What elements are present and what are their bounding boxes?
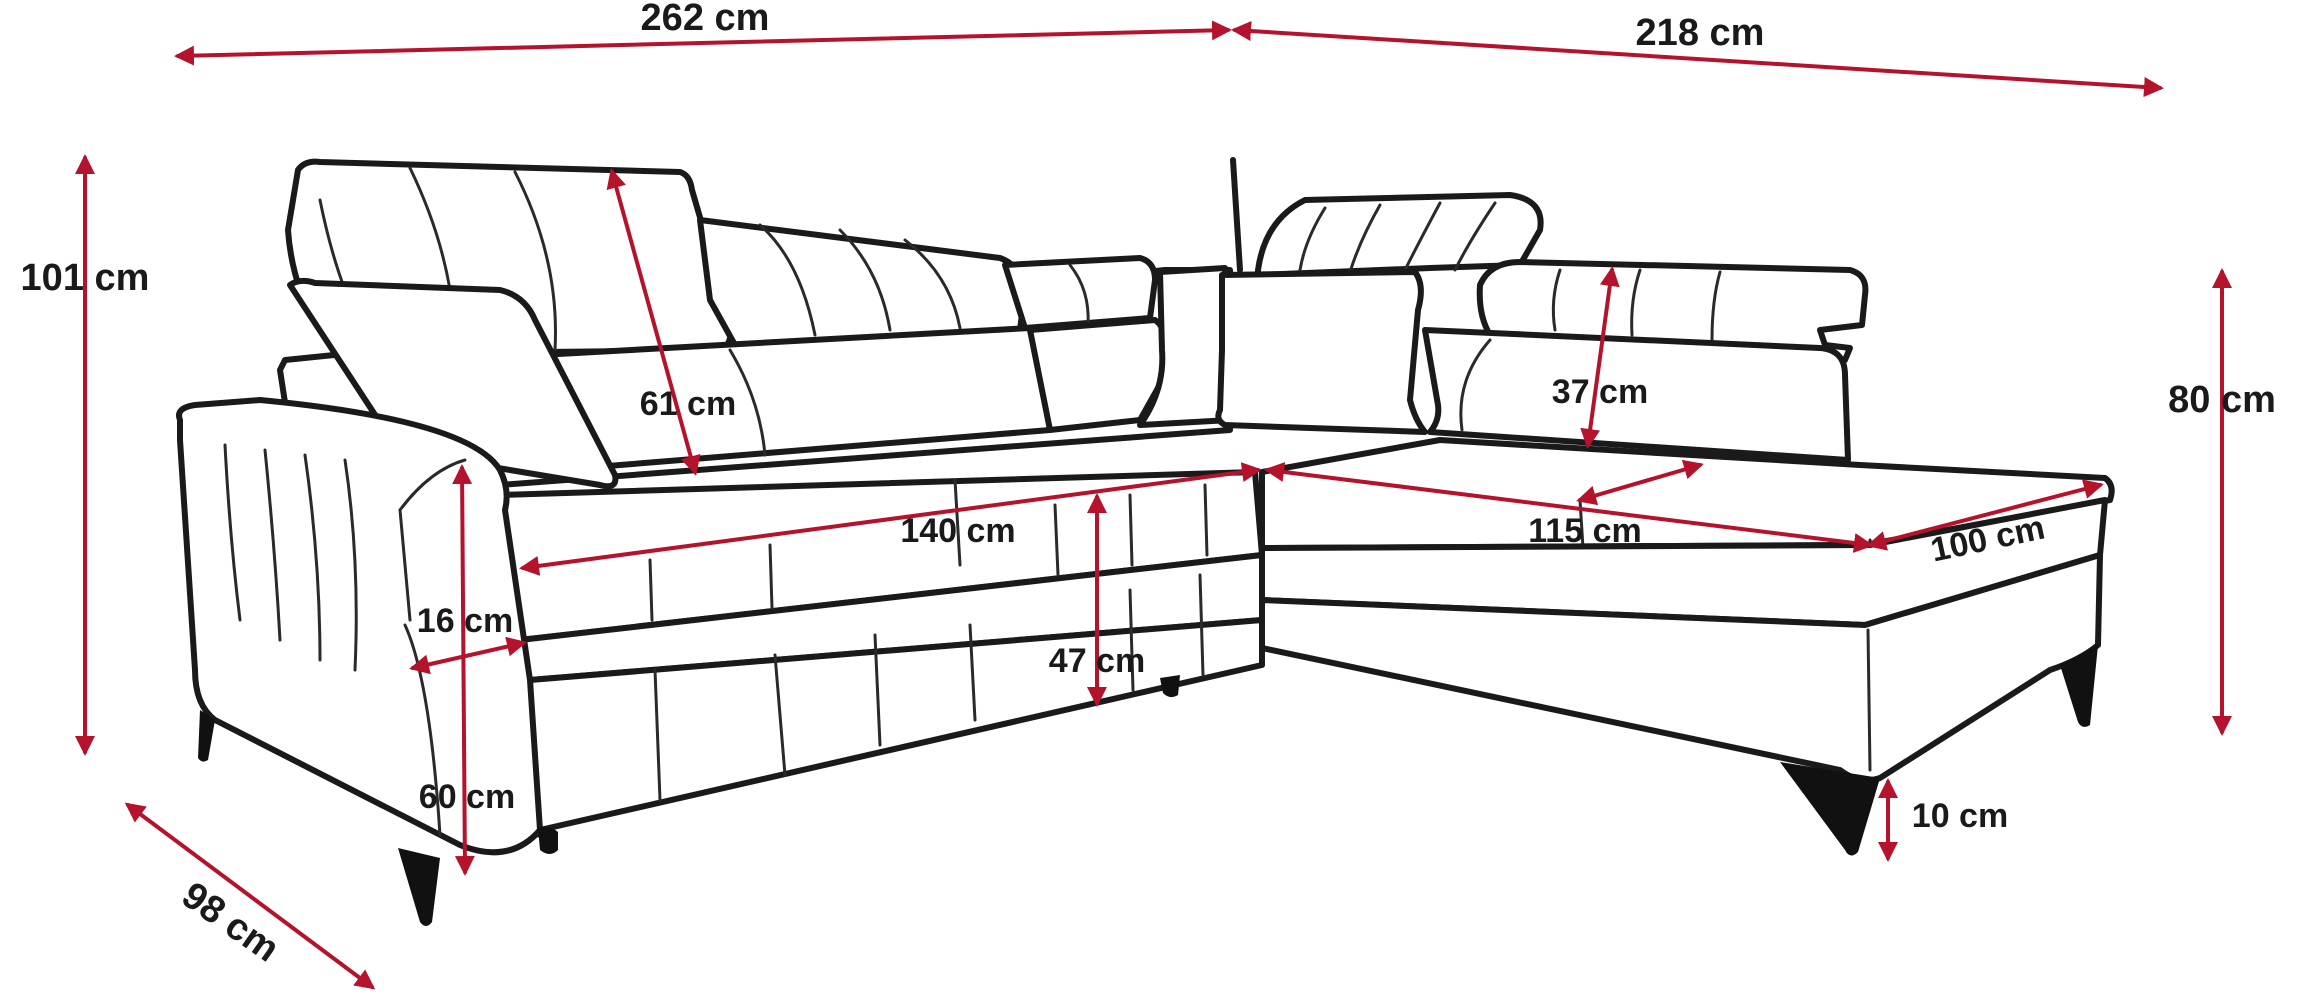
left-armrest-stitch-2	[263, 448, 282, 642]
chaise-base-seam	[1866, 628, 1872, 772]
main-seat-front-stitch-4	[1128, 493, 1134, 567]
headrest-corner-stitch-4	[1453, 201, 1497, 272]
headrest-left-stitch-1	[408, 166, 452, 292]
headrest-right-stitch-1	[1551, 268, 1562, 332]
label-seat-height: 47 cm	[1049, 642, 1145, 680]
dim-line-headrest-height	[1580, 266, 1620, 449]
corner-rod	[1230, 157, 1243, 273]
main-seat-front-stitch-2	[768, 543, 774, 610]
left-armrest-front-edge	[398, 458, 467, 622]
dim-line-seat-width-main	[519, 462, 1262, 576]
dim-line-seat-width-chaise	[1866, 479, 2104, 551]
headrest-small	[1002, 255, 1158, 331]
dim-line-backrest-height	[606, 168, 701, 476]
label-armrest-width: 16 cm	[417, 602, 513, 640]
headrest-small-stitch-1	[1068, 263, 1090, 327]
headrest-middle-stitch-1	[758, 223, 817, 337]
dim-line-armrest-height	[452, 464, 475, 876]
dim-line-corner-depth	[1576, 459, 1704, 506]
main-base-stitch-1	[653, 668, 662, 802]
label-backrest-height: 61 cm	[640, 385, 736, 423]
leg-front-left	[398, 848, 440, 926]
left-armrest-stitch-3	[303, 453, 322, 662]
main-base-stitch-2	[773, 653, 787, 777]
left-armrest-stitch-4	[343, 458, 358, 672]
left-armrest-stitch-1	[223, 443, 242, 622]
label-depth: 98 cm	[174, 874, 286, 970]
dim-line-total-width	[174, 20, 1232, 66]
pillow-corner	[1215, 269, 1428, 435]
main-base-stitch-3	[873, 633, 882, 747]
headrest-left-stitch-2	[513, 170, 557, 352]
label-leg-height: 10 cm	[1912, 797, 2008, 835]
dim-line-seat-width-corner	[1264, 462, 1874, 553]
left-armrest	[176, 397, 543, 856]
leg-front-middle	[538, 827, 558, 854]
headrest-corner	[1255, 192, 1544, 278]
dimension-labels: 262 cm 218 cm 101 cm 80 cm 61 cm 37 cm 1…	[21, 0, 2276, 971]
main-back-cushion-seam	[728, 348, 767, 457]
dimension-lines	[75, 20, 2232, 990]
label-total-height: 101 cm	[21, 257, 150, 299]
right-back-cushion	[1422, 327, 1851, 463]
label-total-width: 262 cm	[641, 0, 770, 39]
leg-front-right	[1780, 762, 1880, 856]
headrest-corner-stitch-1	[1298, 206, 1327, 272]
headrest-corner-stitch-3	[1403, 201, 1442, 272]
label-headrest-height: 37 cm	[1552, 373, 1648, 411]
headrest-middle	[697, 217, 1028, 348]
leg-back-right	[2060, 645, 2098, 727]
main-base-stitch-6	[1198, 573, 1205, 677]
main-seat-front-stitch-5	[1203, 483, 1209, 557]
label-corner-width: 218 cm	[1636, 12, 1765, 54]
label-seat-width-main: 140 cm	[900, 512, 1015, 550]
label-seat-width-corner: 115 cm	[1528, 512, 1641, 550]
corner-back	[1137, 265, 1233, 428]
main-seat-front-stitch-1	[648, 558, 654, 622]
label-corner-height: 80 cm	[2168, 379, 2276, 421]
headrest-right-stitch-2	[1710, 270, 1722, 342]
headrest-right-stitch-3	[1630, 268, 1642, 337]
headrest-middle-stitch-3	[903, 238, 962, 330]
leg-back-left	[198, 710, 215, 762]
headrest-corner-stitch-2	[1348, 203, 1382, 274]
headrest-middle-stitch-2	[838, 228, 892, 332]
main-base-stitch-4	[968, 623, 977, 722]
dim-line-depth	[124, 802, 376, 990]
leg-middle	[1160, 675, 1180, 698]
dim-line-corner-width	[1231, 21, 2164, 97]
label-armrest-height: 60 cm	[419, 778, 515, 816]
main-base-stitch-5	[1128, 588, 1135, 692]
right-back-cushion-seam	[1459, 338, 1492, 432]
